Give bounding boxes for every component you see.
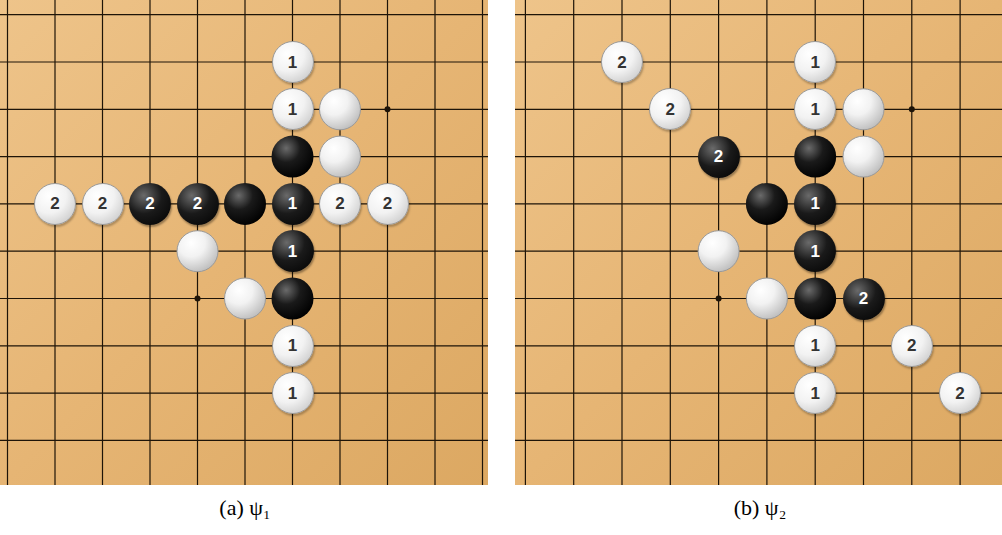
- white-stone: 2: [319, 183, 361, 225]
- figure-caption: (a) ψ₁: [219, 495, 270, 521]
- grid-b: [515, 0, 1002, 485]
- white-stone: 1: [272, 88, 314, 130]
- move-number: 2: [617, 54, 626, 71]
- white-stone: 2: [82, 183, 124, 225]
- white-stone: 1: [794, 372, 836, 414]
- star-points: [195, 106, 915, 301]
- board-b: [515, 0, 1002, 485]
- white-stone: 2: [34, 183, 76, 225]
- grid-a: [0, 0, 488, 485]
- move-number: 1: [810, 195, 819, 212]
- move-number: 1: [810, 101, 819, 118]
- move-number: 1: [288, 54, 297, 71]
- move-number: 2: [50, 195, 59, 212]
- white-stone: 1: [272, 41, 314, 83]
- white-stone: 1: [272, 372, 314, 414]
- move-number: 2: [907, 337, 916, 354]
- move-number: 1: [288, 385, 297, 402]
- move-number: 1: [810, 243, 819, 260]
- white-stone: 1: [794, 325, 836, 367]
- plain-stones: [177, 89, 884, 320]
- white-stone: 1: [794, 41, 836, 83]
- black-stone: 1: [272, 183, 314, 225]
- black-stone: 2: [843, 278, 885, 320]
- move-number: 1: [810, 54, 819, 71]
- black-stone: 2: [129, 183, 171, 225]
- figure-caption: (b) ψ₂: [734, 495, 787, 521]
- move-number: 2: [955, 385, 964, 402]
- black-stone: 1: [272, 230, 314, 272]
- white-stone: 1: [272, 325, 314, 367]
- move-number: 1: [288, 243, 297, 260]
- board-a: [0, 0, 488, 485]
- white-stone: 2: [601, 41, 643, 83]
- black-stone: 2: [698, 136, 740, 178]
- move-number: 1: [288, 195, 297, 212]
- move-number: 1: [810, 337, 819, 354]
- white-stone: 2: [891, 325, 933, 367]
- move-number: 2: [666, 101, 675, 118]
- move-number: 2: [193, 195, 202, 212]
- move-number: 1: [288, 101, 297, 118]
- white-stone: 2: [367, 183, 409, 225]
- white-stone: 2: [939, 372, 981, 414]
- move-number: 2: [98, 195, 107, 212]
- move-number: 2: [145, 195, 154, 212]
- move-number: 1: [288, 337, 297, 354]
- black-stone: 1: [794, 183, 836, 225]
- move-number: 1: [810, 385, 819, 402]
- black-stone: 2: [177, 183, 219, 225]
- move-number: 2: [859, 290, 868, 307]
- move-number: 2: [714, 148, 723, 165]
- move-number: 2: [335, 195, 344, 212]
- move-number: 2: [383, 195, 392, 212]
